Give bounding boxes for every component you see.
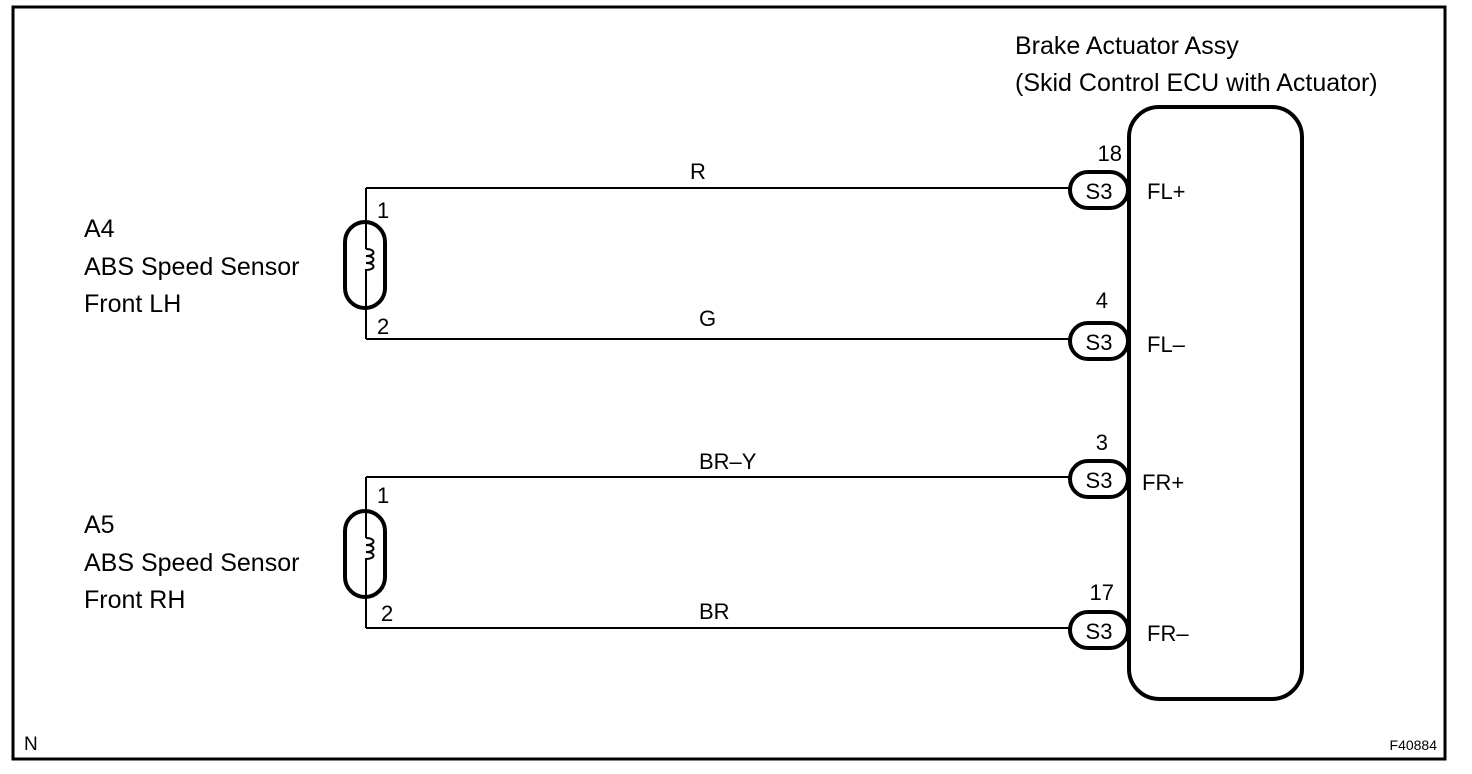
wire-color-label: G <box>699 306 716 331</box>
frame-letter: N <box>24 734 38 755</box>
ecu-pin-number: 18 <box>1098 141 1122 166</box>
sensor-a4-code: A4 <box>84 215 115 243</box>
sensor-a5-pin-bottom: 2 <box>381 601 393 626</box>
sensor-a5: A5 ABS Speed Sensor Front RH 1 2 <box>84 477 393 628</box>
sensor-a5-position: Front RH <box>84 586 185 614</box>
sensor-a5-code: A5 <box>84 511 115 539</box>
diagram-frame <box>11 5 1447 761</box>
ecu-box <box>1127 105 1304 701</box>
ecu-terminal-label: FR– <box>1147 621 1189 646</box>
ecu-terminal-label: FR+ <box>1142 470 1184 495</box>
ecu-title-line1: Brake Actuator Assy <box>1015 32 1239 60</box>
connector-s3 <box>1068 321 1130 361</box>
ecu-pin-number: 3 <box>1096 430 1108 455</box>
coil-icon <box>365 248 375 272</box>
connector-label: S3 <box>1086 619 1113 644</box>
ecu-terminal-label: FL+ <box>1147 179 1186 204</box>
connector-s3 <box>1068 610 1130 650</box>
wire-color-label: R <box>690 159 706 184</box>
wire-fr-plus: BR–Y S3 3 FR+ <box>366 430 1184 499</box>
connector-label: S3 <box>1086 179 1113 204</box>
coil-icon <box>365 537 375 561</box>
wire-color-label: BR <box>699 599 730 624</box>
ecu-terminal-label: FL– <box>1147 332 1186 357</box>
ecu-pin-number: 4 <box>1096 288 1108 313</box>
wire-fl-minus: G S3 4 FL– <box>366 288 1186 361</box>
sensor-a4-pin-bottom: 2 <box>377 314 389 339</box>
sensor-a5-name: ABS Speed Sensor <box>84 549 299 577</box>
connector-s3 <box>1068 459 1130 499</box>
ecu-pin-number: 17 <box>1090 580 1114 605</box>
wire-fr-minus: BR S3 17 FR– <box>366 580 1189 650</box>
sensor-a5-pin-top: 1 <box>377 483 389 508</box>
connector-label: S3 <box>1086 468 1113 493</box>
sensor-a4: A4 ABS Speed Sensor Front LH 1 2 <box>84 188 389 339</box>
sensor-a4-position: Front LH <box>84 290 181 318</box>
ecu-title-line2: (Skid Control ECU with Actuator) <box>1015 69 1378 97</box>
sensor-a4-name: ABS Speed Sensor <box>84 253 299 281</box>
connector-s3 <box>1068 170 1130 210</box>
wire-color-label: BR–Y <box>699 449 757 474</box>
connector-label: S3 <box>1086 330 1113 355</box>
sensor-a4-pin-top: 1 <box>377 198 389 223</box>
wire-fl-plus: R S3 18 FL+ <box>366 141 1186 210</box>
figure-code: F40884 <box>1390 737 1438 753</box>
